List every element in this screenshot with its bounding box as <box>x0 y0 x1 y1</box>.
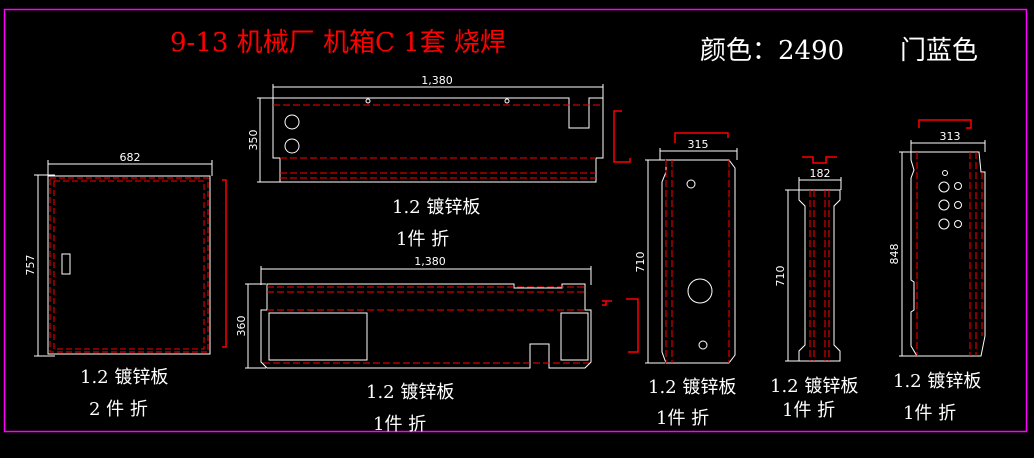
dim-top-panel-height: 350 <box>247 130 260 151</box>
cutout <box>560 312 589 361</box>
dim-side-right-height: 848 <box>888 244 901 265</box>
middle-column-quantity-label: 1件 折 <box>782 400 836 421</box>
part-side-right: 313 848 <box>888 119 986 357</box>
hole-icon <box>284 114 300 130</box>
round-cutout <box>687 278 713 304</box>
dim-top-panel-width: 1,380 <box>421 74 453 87</box>
part-bottom-panel: 1,380 360 <box>235 255 639 369</box>
drawing-frame <box>3 8 1028 433</box>
door-quantity-label: 2 件 折 <box>89 399 148 420</box>
bottom-panel-material-label: 1.2 镀锌板 <box>366 382 455 403</box>
middle-column-material-label: 1.2 镀锌板 <box>770 376 859 397</box>
color-code-label: 颜色：2490 <box>700 36 845 66</box>
drawing-title: 9-13 机械厂 机箱C 1套 烧焊 <box>170 28 506 58</box>
dim-door-width: 682 <box>120 151 141 164</box>
part-middle-column: 182 710 <box>774 156 842 362</box>
dim-middle-column-width: 182 <box>810 167 831 180</box>
side-right-material-label: 1.2 镀锌板 <box>893 371 982 392</box>
side-right-quantity-label: 1件 折 <box>903 403 957 424</box>
side-left-material-label: 1.2 镀锌板 <box>648 377 737 398</box>
dim-door-height: 757 <box>24 255 37 276</box>
door-profile <box>222 179 227 348</box>
door-color-label: 门蓝色 <box>900 36 979 66</box>
door-material-label: 1.2 镀锌板 <box>80 367 169 388</box>
hole-icon <box>284 138 300 154</box>
dim-bottom-panel-height: 360 <box>235 316 248 337</box>
top-panel-quantity-label: 1件 折 <box>396 229 450 250</box>
top-panel-material-label: 1.2 镀锌板 <box>392 197 481 218</box>
dim-bottom-panel-width: 1,380 <box>414 255 446 268</box>
dim-side-right-width: 313 <box>940 130 961 143</box>
bottom-panel-quantity-label: 1件 折 <box>373 414 427 435</box>
cutout <box>268 312 368 361</box>
dim-side-left-height: 710 <box>634 252 647 273</box>
part-top-panel: 1,380 350 <box>247 74 631 183</box>
part-side-left: 315 710 <box>634 132 738 364</box>
part-door: 682 757 <box>24 151 227 357</box>
dim-middle-column-height: 710 <box>774 266 787 287</box>
side-left-quantity-label: 1件 折 <box>656 408 710 429</box>
door-handle-icon <box>61 253 71 275</box>
dim-side-left-width: 315 <box>688 138 709 151</box>
